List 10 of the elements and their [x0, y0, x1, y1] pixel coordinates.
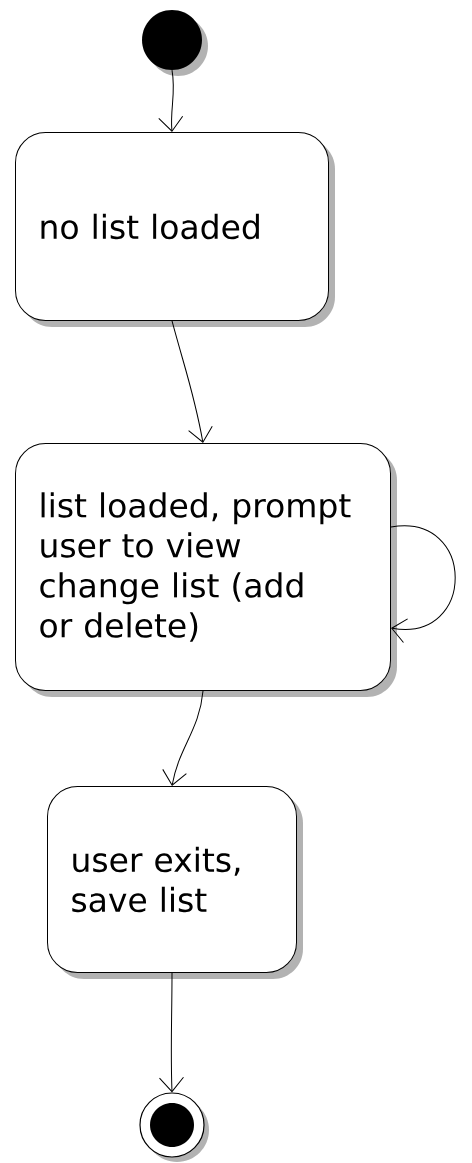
arrow [171, 320, 213, 443]
state-box: no list loaded [15, 132, 335, 327]
start-dot [142, 10, 208, 76]
state-box: list loaded, prompt user to view change list (add or delete) [15, 443, 397, 697]
arrow [390, 525, 456, 643]
end-bullseye [139, 1092, 209, 1162]
arrow [159, 972, 184, 1093]
state-box: user exits, save list [47, 786, 303, 979]
arrow [162, 690, 204, 786]
arrow [158, 69, 184, 132]
